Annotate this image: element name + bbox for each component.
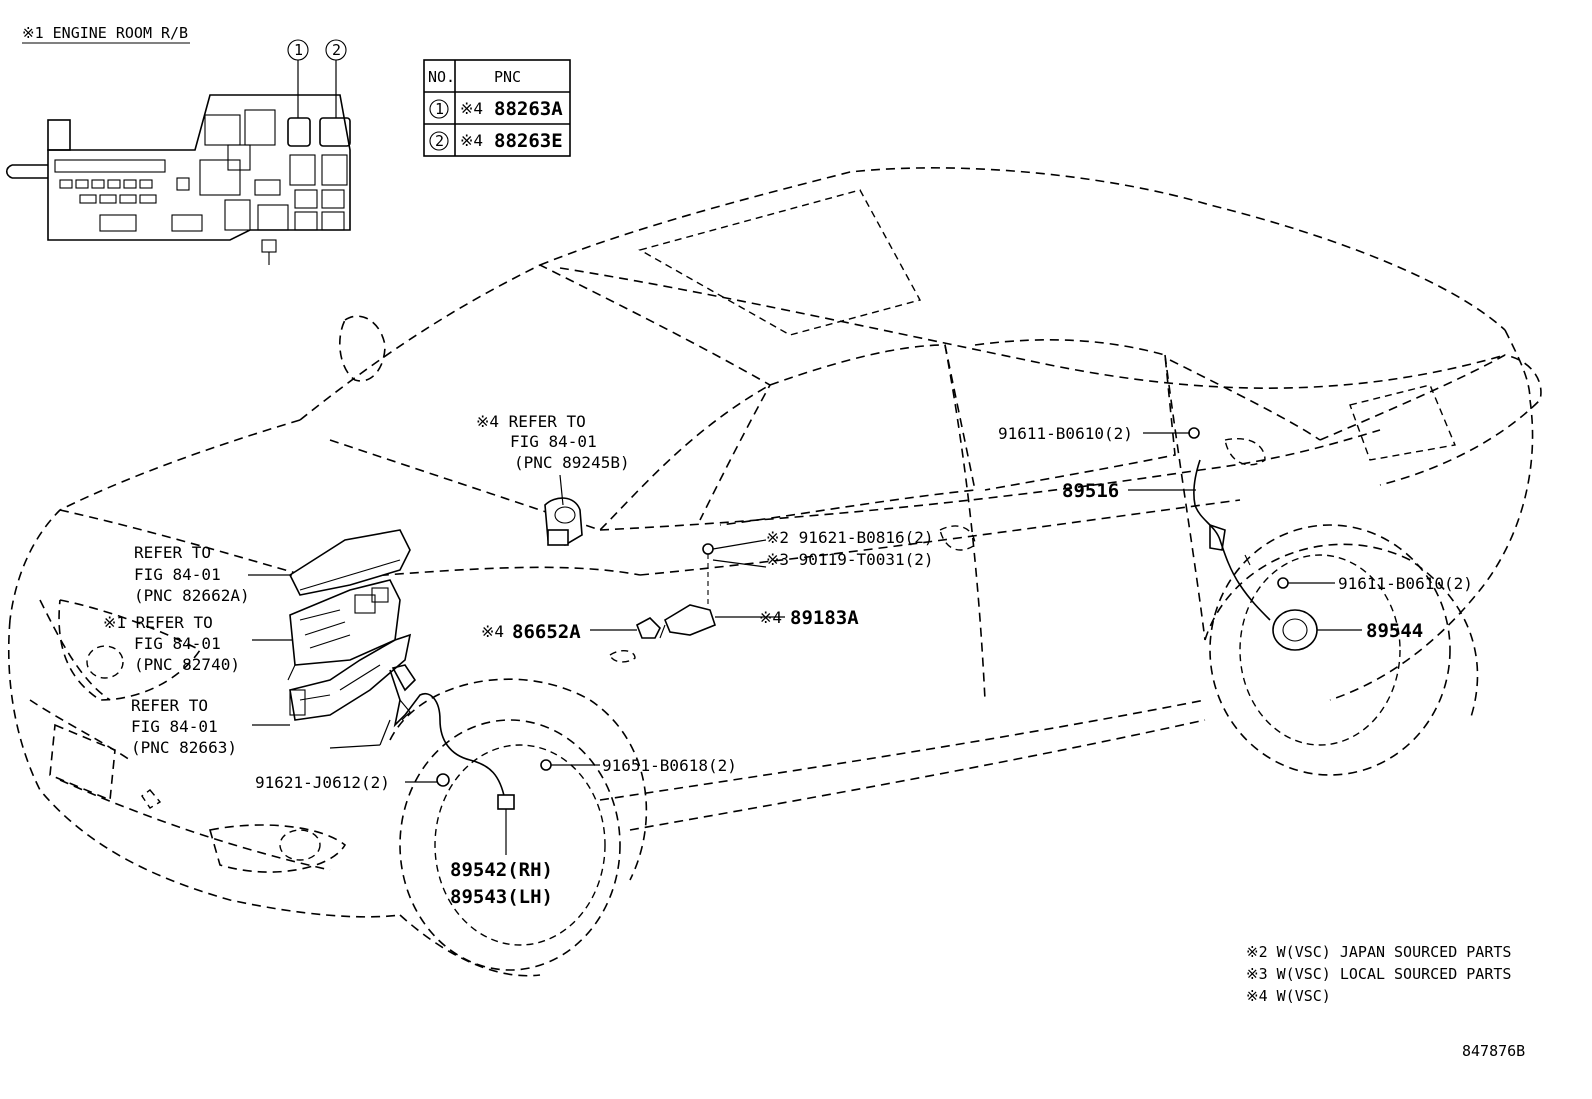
figure-code: 847876B [1462, 1042, 1525, 1060]
label-ref-82663-line2: FIG 84-01 [131, 717, 218, 736]
front-speed-sensor-harness [389, 664, 552, 810]
pnc-table-header-pnc: PNC [494, 68, 521, 86]
relay-box-lower-bracket [289, 633, 412, 721]
inset-title: ※1 ENGINE ROOM R/B [22, 24, 188, 42]
rear-sensor-rotor-89544 [1272, 609, 1318, 651]
pnc-row-1-no: 1 [435, 100, 444, 118]
relay-1 [287, 117, 311, 147]
label-ref-89245b-line3: (PNC 89245B) [514, 453, 630, 472]
relay-2 [319, 117, 351, 147]
pnc-row-1-prefix: ※4 [460, 99, 483, 118]
engine-room-relay-block-inset: ※1 ENGINE ROOM R/B [5, 24, 351, 265]
label-ref-82740-line2: FIG 84-01 [134, 634, 221, 653]
label-89544: 89544 [1366, 620, 1423, 642]
part-labels: ※4 REFER TO FIG 84-01 (PNC 89245B) REFER… [103, 412, 1473, 908]
label-91621-b0816: ※2 91621-B0816(2) [766, 528, 934, 547]
label-ref-82662a-line2: FIG 84-01 [134, 565, 221, 584]
label-ref-82663-line3: (PNC 82663) [131, 738, 237, 757]
label-ref-82740-line1: ※1 REFER TO [103, 613, 213, 632]
label-89183a: 89183A [790, 607, 859, 629]
yaw-sensor-part [544, 497, 583, 546]
label-ref-82740-line3: (PNC 82740) [134, 655, 240, 674]
label-ref-82662a-line3: (PNC 82662A) [134, 586, 250, 605]
label-86652a: 86652A [512, 621, 581, 643]
label-89542-rh: 89542(RH) [450, 859, 553, 881]
part-86652a [636, 617, 661, 639]
rear-speed-sensor-harness [1188, 427, 1289, 621]
label-ref-89245b-line2: FIG 84-01 [510, 432, 597, 451]
relay-box-main [287, 579, 401, 681]
footnote-3: ※3 W(VSC) LOCAL SOURCED PARTS [1246, 965, 1511, 983]
callout-2: 2 [332, 41, 341, 59]
part-89183a [659, 604, 716, 639]
label-ref-89245b-line1: ※4 REFER TO [476, 412, 586, 431]
parts [287, 427, 1318, 810]
bolt-91621-b0816 [702, 543, 714, 605]
relay-box-cover [288, 529, 411, 596]
label-89543-lh: 89543(LH) [450, 886, 553, 908]
pnc-row-2-code: 88263E [494, 130, 563, 152]
label-90119-t0031: ※3 90119-T0031(2) [766, 550, 934, 569]
label-89516: 89516 [1062, 480, 1119, 502]
label-91651-b0618: 91651-B0618(2) [602, 756, 737, 775]
pnc-table-header-no: NO. [428, 68, 455, 86]
pnc-row-2-prefix: ※4 [460, 131, 483, 150]
label-86652a-prefix: ※4 [481, 622, 504, 641]
label-91611-b0610-top: 91611-B0610(2) [998, 424, 1133, 443]
footnotes: ※2 W(VSC) JAPAN SOURCED PARTS ※3 W(VSC) … [1246, 943, 1525, 1060]
label-91611-b0610-mid: 91611-B0610(2) [1338, 574, 1473, 593]
pnc-table: NO. PNC 1 ※4 88263A 2 ※4 88263E [423, 59, 571, 157]
leader-lines [248, 432, 1362, 855]
footnote-4: ※4 W(VSC) [1246, 987, 1331, 1005]
label-ref-82663-line1: REFER TO [131, 696, 208, 715]
label-91621-j0612: 91621-J0612(2) [255, 773, 390, 792]
callout-1: 1 [294, 41, 303, 59]
car-outline [7, 167, 1542, 977]
pnc-row-1-code: 88263A [494, 98, 563, 120]
label-ref-82662a-line1: REFER TO [134, 543, 211, 562]
footnote-2: ※2 W(VSC) JAPAN SOURCED PARTS [1246, 943, 1511, 961]
label-89183a-prefix: ※4 [759, 608, 782, 627]
pnc-row-2-no: 2 [435, 132, 444, 150]
